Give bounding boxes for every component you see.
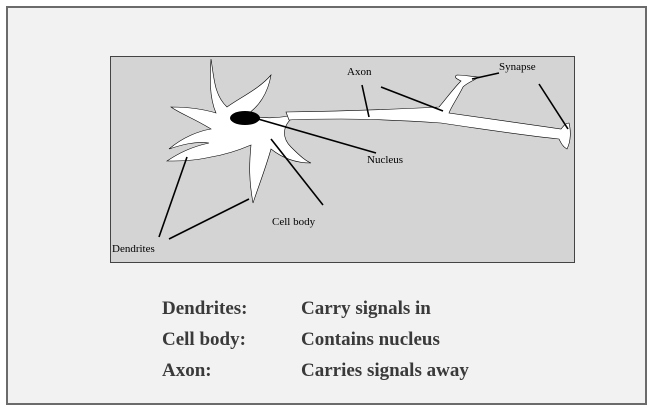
legend-definition: Carry signals in [301, 293, 431, 324]
dendrites-pointer-1 [159, 157, 187, 237]
synapse-pointer-1 [472, 73, 499, 79]
neuron-drawing [111, 57, 575, 263]
axon-pointer-2 [381, 87, 443, 111]
dendrites-pointer-2 [169, 199, 249, 239]
pointer-lines [159, 73, 568, 239]
legend-row-dendrites: Dendrites: Carry signals in [162, 293, 469, 324]
axon-label: Axon [347, 66, 371, 78]
cell-body-pointer [271, 139, 323, 205]
legend: Dendrites: Carry signals in Cell body: C… [162, 293, 469, 386]
synapse-pointer-2 [539, 84, 568, 129]
cell-body-label: Cell body [272, 216, 315, 228]
legend-term: Axon: [162, 355, 301, 386]
synapse-label: Synapse [499, 61, 536, 73]
neuron-shape [167, 59, 311, 203]
legend-row-cell-body: Cell body: Contains nucleus [162, 324, 469, 355]
slide: Axon Synapse Nucleus Cell body Dendrites… [6, 6, 647, 405]
neuron-diagram: Axon Synapse Nucleus Cell body Dendrites [110, 56, 575, 263]
legend-row-axon: Axon: Carries signals away [162, 355, 469, 386]
nucleus-label: Nucleus [367, 154, 403, 166]
dendrites-label: Dendrites [112, 243, 155, 255]
axon-shape [286, 75, 570, 149]
nucleus-shape [230, 111, 260, 125]
legend-term: Cell body: [162, 324, 301, 355]
legend-definition: Contains nucleus [301, 324, 440, 355]
legend-term: Dendrites: [162, 293, 301, 324]
legend-definition: Carries signals away [301, 355, 469, 386]
